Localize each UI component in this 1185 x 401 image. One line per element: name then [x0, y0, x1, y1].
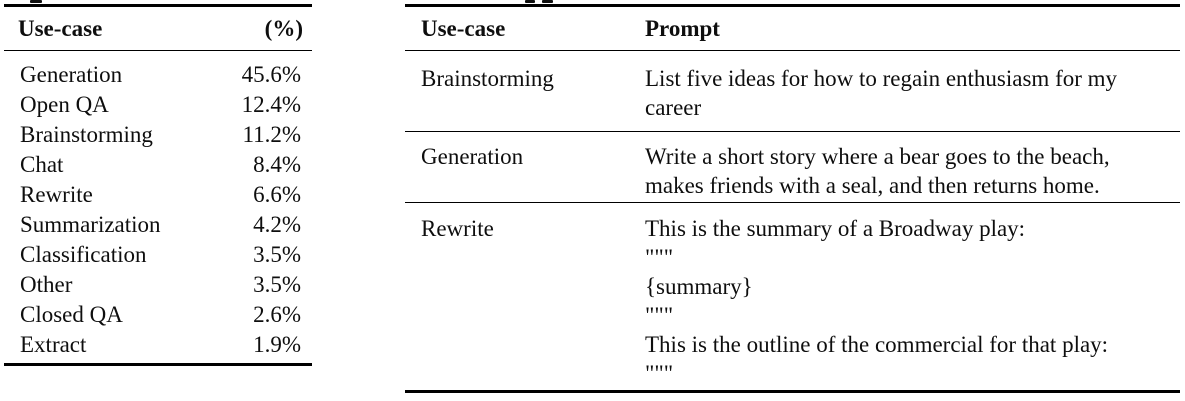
- use-case-label: Chat: [20, 152, 64, 177]
- table-row: Rewrite 6.6%: [4, 180, 312, 210]
- table-row: Open QA 12.4%: [4, 90, 312, 120]
- table-row: Chat 8.4%: [4, 150, 312, 180]
- use-case-percent: 11.2%: [242, 122, 301, 147]
- right-header-prompt: Prompt: [645, 15, 720, 41]
- right-table-header-row: Use-case Prompt: [405, 7, 1180, 51]
- use-case-percent: 3.5%: [253, 272, 301, 297]
- use-case-percent: 4.2%: [253, 212, 301, 237]
- table-row: Rewrite This is the summary of a Broadwa…: [405, 203, 1180, 390]
- use-case-percent: 45.6%: [241, 62, 301, 87]
- use-case-percent: 3.5%: [253, 242, 301, 267]
- cropped-text-fragment: [525, 0, 535, 3]
- left-table-header-row: Use-case (%): [4, 7, 312, 51]
- prompt-use-case-label: Brainstorming: [421, 66, 554, 91]
- use-case-percent: 8.4%: [253, 152, 301, 177]
- prompt-line: This is the summary of a Broadway play:: [645, 216, 1026, 241]
- use-case-label: Extract: [20, 332, 87, 357]
- prompt-line: """: [645, 361, 674, 386]
- use-case-label: Other: [20, 272, 73, 297]
- left-header-percent: (%): [264, 15, 303, 41]
- table-row: Summarization 4.2%: [4, 210, 312, 240]
- prompt-line: List five ideas for how to regain enthus…: [645, 66, 1118, 91]
- use-case-label: Generation: [20, 62, 123, 87]
- cropped-text-fragment: [542, 0, 553, 3]
- prompt-line: makes friends with a seal, and then retu…: [645, 173, 1100, 198]
- use-case-percent: 6.6%: [253, 182, 301, 207]
- use-case-percent: 2.6%: [253, 302, 301, 327]
- use-case-label: Closed QA: [20, 302, 123, 327]
- prompt-line: """: [645, 303, 674, 328]
- use-case-label: Classification: [20, 242, 147, 267]
- table-row: Generation 45.6%: [4, 60, 312, 90]
- use-case-label: Rewrite: [20, 182, 93, 207]
- right-header-use-case: Use-case: [421, 15, 506, 41]
- prompt-use-case-label: Rewrite: [421, 216, 494, 241]
- use-case-percent: 12.4%: [241, 92, 301, 117]
- left-header-use-case: Use-case: [18, 15, 103, 41]
- left-table-body: Generation 45.6% Open QA 12.4% Brainstor…: [4, 51, 312, 363]
- prompt-line: {summary}: [645, 274, 753, 299]
- use-case-label: Brainstorming: [20, 122, 153, 147]
- prompt-line: This is the outline of the commercial fo…: [645, 332, 1109, 357]
- table-row: Classification 3.5%: [4, 240, 312, 270]
- use-case-percent: 1.9%: [253, 332, 301, 357]
- use-case-label: Open QA: [20, 92, 109, 117]
- use-case-distribution-table: Use-case (%) Generation 45.6% Open QA 12…: [4, 4, 312, 366]
- table-row: Other 3.5%: [4, 270, 312, 300]
- table-row: Brainstorming 11.2%: [4, 120, 312, 150]
- table-row: Brainstorming List five ideas for how to…: [405, 51, 1180, 132]
- cropped-text-fragment: [30, 0, 42, 3]
- table-row: Extract 1.9%: [4, 330, 312, 360]
- prompt-use-case-label: Generation: [421, 144, 524, 169]
- prompt-line: career: [645, 95, 702, 120]
- example-prompts-table: Use-case Prompt Brainstorming List five …: [405, 4, 1180, 393]
- table-row: Generation Write a short story where a b…: [405, 132, 1180, 203]
- prompt-text-cell: Write a short story where a bear goes to…: [645, 142, 1180, 200]
- prompt-text-cell: This is the summary of a Broadway play: …: [645, 214, 1180, 388]
- prompt-line: """: [645, 245, 674, 270]
- prompt-line: Write a short story where a bear goes to…: [645, 144, 1110, 169]
- prompt-text-cell: List five ideas for how to regain enthus…: [645, 64, 1180, 122]
- table-row: Closed QA 2.6%: [4, 300, 312, 330]
- use-case-label: Summarization: [20, 212, 161, 237]
